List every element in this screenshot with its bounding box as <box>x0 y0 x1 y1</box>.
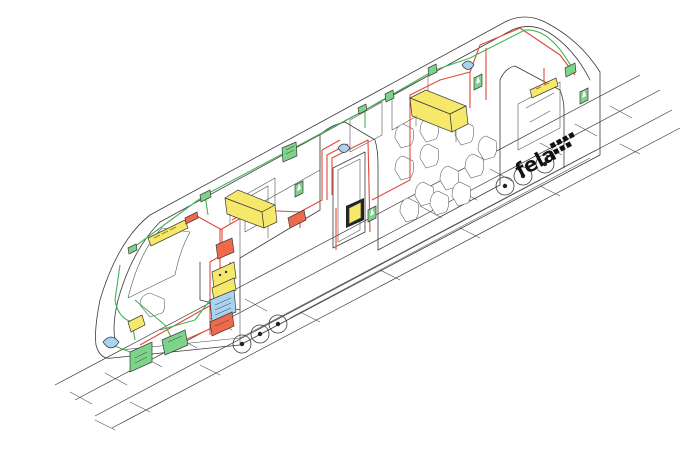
cab-display-unit <box>127 314 146 333</box>
front-dome-camera-icon <box>102 336 120 349</box>
electrical-cabinet <box>209 237 237 337</box>
rear-bogie <box>495 154 555 196</box>
front-destination-display <box>147 219 189 247</box>
passenger-information-display-icon <box>224 189 278 239</box>
dome-camera-icon <box>337 60 475 153</box>
data-network <box>111 29 573 353</box>
junction-box <box>287 209 307 229</box>
train-body <box>95 16 601 359</box>
front-bogie <box>232 314 288 354</box>
power-wiring <box>139 27 576 346</box>
railway-track <box>54 74 681 431</box>
cab-wifi-access-point-icon <box>127 243 138 255</box>
doorway-display-icon <box>294 73 589 223</box>
door-display <box>346 198 364 228</box>
cab-indicator <box>184 211 199 225</box>
cab-control-unit <box>129 341 153 373</box>
cab-network-switch-icon <box>161 329 189 356</box>
rear-passenger-information-display <box>409 89 469 143</box>
rear-destination-display <box>529 77 559 99</box>
roof-network-switch-icon <box>199 62 577 203</box>
passenger-seats <box>139 117 497 318</box>
